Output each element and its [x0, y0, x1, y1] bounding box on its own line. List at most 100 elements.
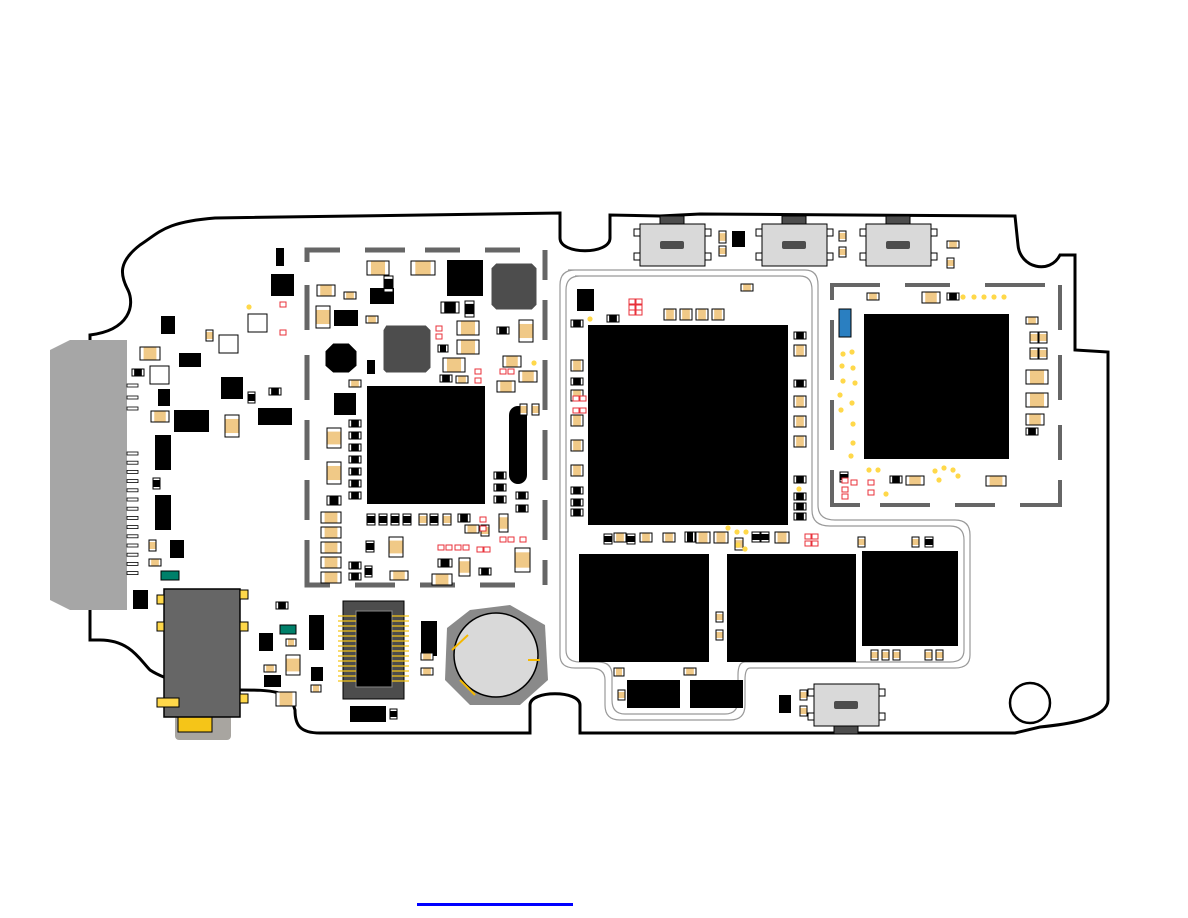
test-point [971, 294, 977, 300]
test-point [725, 525, 731, 531]
green-inductor-2 [279, 624, 297, 635]
test-point [850, 365, 856, 371]
open-pad [218, 334, 239, 354]
test-pad [435, 325, 443, 332]
test-point [796, 486, 802, 492]
test-point [587, 316, 593, 322]
test-pad [804, 533, 812, 540]
rf-transceiver [864, 314, 1009, 459]
connector-pin [126, 479, 139, 484]
test-point [838, 407, 844, 413]
test-point [840, 378, 846, 384]
test-pads [279, 298, 875, 553]
test-pad [811, 533, 819, 540]
side-button [755, 215, 834, 267]
test-pad [867, 489, 875, 496]
test-point [866, 467, 872, 473]
test-point [837, 392, 843, 398]
flash-chip-a [627, 680, 680, 708]
side-button [807, 683, 886, 735]
shield-frame [559, 269, 971, 721]
flash-chip-b [690, 680, 743, 708]
gray-qfn-chips [324, 262, 538, 374]
connector-pin [126, 562, 139, 566]
test-point [742, 546, 748, 552]
connector-pin [126, 488, 139, 493]
test-point [246, 304, 252, 310]
test-pad [445, 544, 453, 551]
test-point [850, 421, 856, 427]
connector-pin [126, 497, 139, 502]
test-pad [635, 298, 643, 305]
test-pad [628, 304, 636, 311]
display-connector [338, 600, 409, 700]
gold-test-points [246, 294, 1007, 552]
coin-battery-icon [445, 605, 548, 705]
connector-pin [126, 383, 139, 388]
test-pad [483, 546, 491, 553]
test-pad [499, 536, 507, 543]
test-pad [811, 540, 819, 547]
test-pad [850, 479, 858, 486]
connector-pin [126, 571, 139, 575]
edge-connector-icon [50, 340, 139, 610]
rf-shield-right [830, 283, 1062, 507]
test-pad [635, 304, 643, 311]
test-point [941, 465, 947, 471]
connector-pin [126, 516, 139, 520]
test-pad [507, 536, 515, 543]
connector-pin [126, 525, 139, 529]
power-management-ic [367, 386, 485, 504]
test-pad [841, 493, 849, 500]
test-pad [635, 309, 643, 316]
test-point [981, 294, 987, 300]
test-point [955, 473, 961, 479]
open-pad [149, 365, 170, 385]
test-point [735, 542, 741, 548]
passive-components [131, 230, 1049, 720]
test-pad [841, 486, 849, 493]
blue-component [838, 308, 852, 338]
test-pad [804, 540, 812, 547]
connector-pin [126, 543, 139, 548]
test-pad [841, 477, 849, 484]
mounting-hole [1008, 681, 1052, 725]
test-point [875, 467, 881, 473]
test-pad [454, 544, 462, 551]
test-pad [507, 368, 515, 375]
test-point [883, 491, 889, 497]
connector-pin [126, 395, 139, 400]
test-pad [579, 407, 587, 414]
test-point [840, 351, 846, 357]
test-point [932, 468, 938, 474]
test-pad [479, 525, 487, 532]
side-button [859, 215, 938, 267]
eeprom [447, 260, 483, 296]
test-point [848, 453, 854, 459]
test-pad [474, 368, 482, 375]
test-point [743, 529, 749, 535]
test-point [849, 400, 855, 406]
test-pad [474, 377, 482, 384]
connector-pin [126, 406, 139, 411]
memory-chip-3 [862, 551, 958, 646]
ic-chips [133, 231, 1009, 722]
test-point [839, 363, 845, 369]
test-point [950, 467, 956, 473]
test-pad [476, 546, 484, 553]
side-buttons [633, 215, 938, 735]
test-pad [437, 544, 445, 551]
rf-shield-left [304, 247, 548, 588]
test-point [960, 294, 966, 300]
hyperlink-underline[interactable] [417, 903, 573, 906]
baseband-processor [588, 325, 788, 525]
test-pad [435, 333, 443, 340]
test-pad [279, 301, 287, 308]
connector-pin [126, 469, 139, 474]
test-pad [628, 309, 636, 316]
test-point [852, 380, 858, 386]
test-point [1001, 294, 1007, 300]
test-point [850, 440, 856, 446]
test-pad [572, 407, 580, 414]
